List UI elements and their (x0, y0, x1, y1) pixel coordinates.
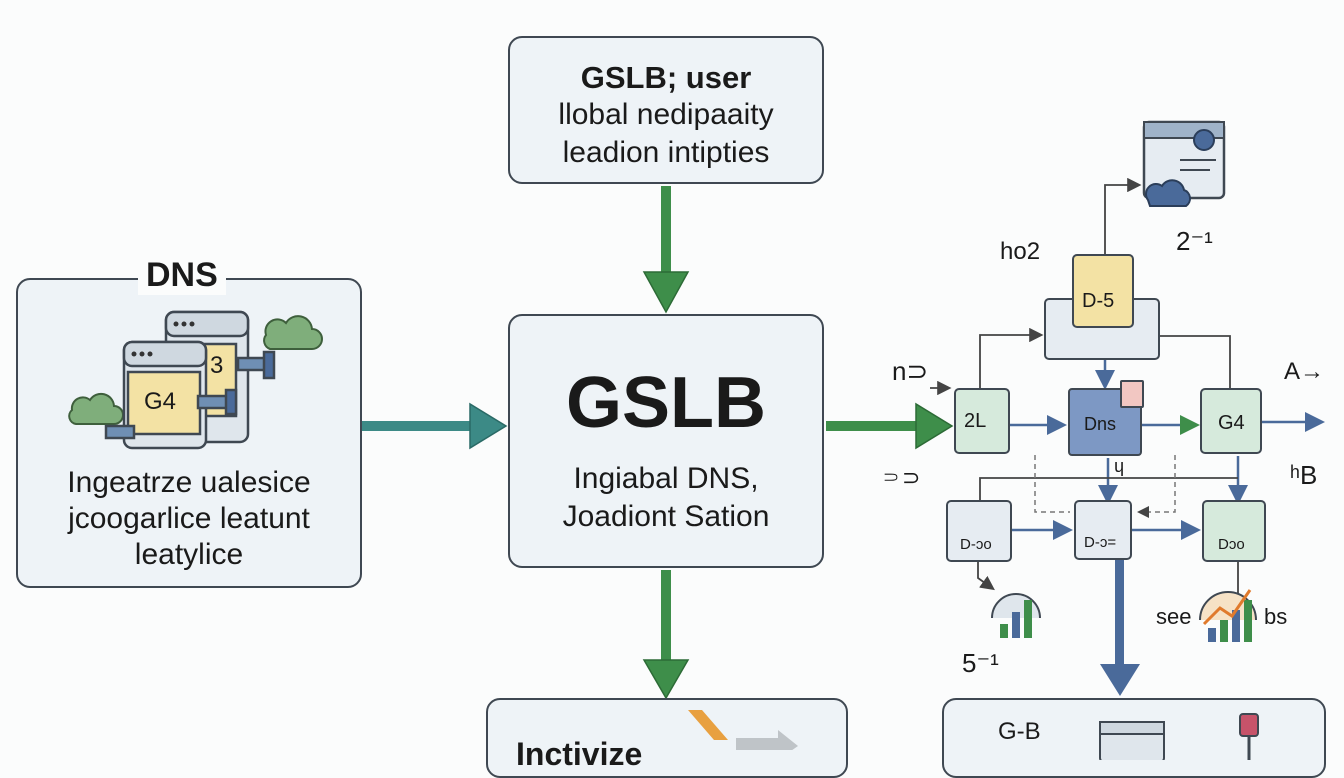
node-bottom-middle: D-ɔ= (1074, 500, 1132, 560)
gslb-center-line1: Ingiabal DNS, (573, 462, 759, 495)
node-bottom-right: Dɔo (1202, 500, 1266, 562)
hb-label: ʰB (1290, 460, 1318, 490)
dns-line1: Ingeatrze ualesice (67, 466, 311, 499)
gslb-user-title: GSLB; user (510, 60, 822, 96)
node-g4: G4 (1200, 388, 1262, 454)
left-symbol-label: ⸧⊃ (880, 465, 921, 490)
document-icon (1142, 120, 1226, 207)
gslb-center-box: GSLB Ingiabal DNS, Joadiont Sation (508, 314, 824, 568)
arrow-down-to-bottom-right (1100, 560, 1140, 696)
growth-chart-icon (1199, 589, 1257, 642)
five-inverse-label: 5⁻¹ (962, 648, 999, 678)
node-bottom-left: D-ɔo (946, 500, 1012, 562)
arrow-center-to-right (826, 402, 954, 450)
ho2-label: ho2 (1000, 238, 1041, 265)
arrow-center-to-bottom (642, 570, 690, 700)
gslb-user-box: GSLB; user llobal nedipaaity leadion int… (508, 36, 824, 184)
n-label: n⊃ (892, 356, 929, 386)
connector-layer (362, 177, 1325, 750)
inctivize-box: Inctivize (486, 698, 848, 778)
arrow-icon (688, 710, 798, 750)
gslb-user-line3: leadion intipties (562, 136, 770, 169)
gslb-center-title: GSLB (565, 363, 766, 443)
gslb-user-line2: llobal nedipaaity (558, 98, 774, 131)
pin-icon (1239, 713, 1259, 760)
node-d5-label: D-5 (1082, 290, 1115, 312)
gslb-center-line2: Joadiont Sation (562, 500, 770, 533)
arrow-dns-to-center (362, 402, 508, 450)
node-2l: 2L (954, 388, 1010, 454)
two-inverse-label: 2⁻¹ (1176, 226, 1213, 256)
dns-server-front-label: G4 (144, 388, 177, 415)
bottom-right-icons (1099, 713, 1259, 760)
cloud-icon (68, 315, 323, 425)
dns-label: DNS (138, 256, 226, 295)
arrow-top-to-center (642, 186, 690, 314)
e-symbol-label: ɥ (1114, 456, 1125, 476)
node-2l-label: 2L (964, 410, 987, 432)
node-bottom-right-label: Dɔo (1218, 536, 1245, 553)
dns-line3: leatylice (134, 538, 244, 571)
gb-label: G-B (998, 718, 1041, 745)
node-d5: D-5 (1072, 254, 1134, 328)
node-dns-tag (1120, 380, 1144, 408)
dns-box: G4 3 Ingeatrze ualesice jcoogarlice leat… (16, 278, 362, 588)
server-icon (104, 340, 238, 450)
dns-server-back-label: 3 (210, 352, 224, 379)
bar-chart-icon (991, 593, 1041, 638)
dns-line2: jcoogarlice leatunt (68, 502, 310, 535)
bs-label: bs (1264, 604, 1288, 629)
dns-servers-illustration (68, 310, 323, 450)
see-label: see (1156, 604, 1192, 629)
inctivize-text: Inctivize (516, 736, 643, 772)
a-label: A→ (1284, 358, 1325, 385)
node-dns-label: Dns (1084, 414, 1117, 434)
bottom-right-box: G-B (942, 698, 1326, 778)
server-icon (1099, 721, 1165, 760)
node-bottom-middle-label: D-ɔ= (1084, 534, 1117, 551)
node-g4-label: G4 (1218, 412, 1245, 434)
node-bottom-left-label: D-ɔo (960, 536, 992, 553)
gslb-user-title-text: GSLB; user (580, 60, 752, 95)
